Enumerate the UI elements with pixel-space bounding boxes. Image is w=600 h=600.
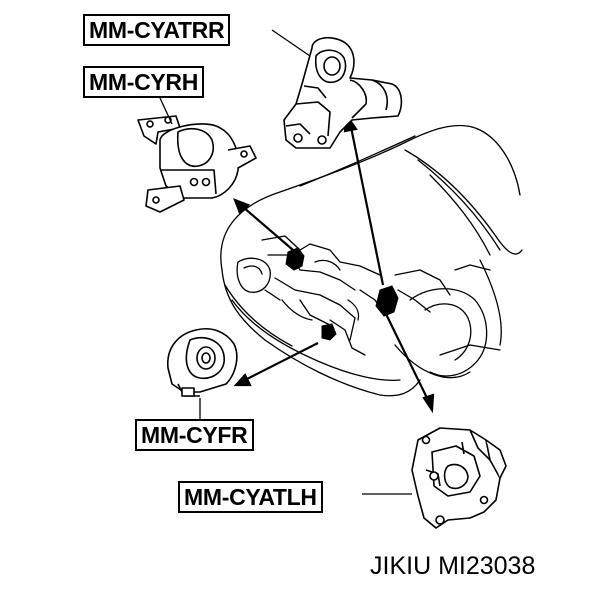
part-number-caption: JIKIU MI23038 [370, 552, 536, 580]
front-mount-drawing [168, 329, 237, 396]
label-mm-cyfr: MM-CYFR [135, 419, 254, 451]
label-mm-cyatrr: MM-CYATRR [83, 14, 231, 46]
arrows [235, 116, 433, 410]
left-mount-drawing [412, 428, 506, 528]
rear-mount-drawing [284, 38, 401, 148]
right-mount-leader [160, 98, 172, 124]
car-body-outline [221, 125, 522, 395]
engine-mount-locations [286, 248, 398, 340]
label-mm-cyatlh: MM-CYATLH [178, 481, 323, 513]
right-mount-drawing [138, 116, 256, 212]
rear-mount-leader [272, 30, 310, 56]
label-mm-cyrh: MM-CYRH [83, 66, 205, 98]
